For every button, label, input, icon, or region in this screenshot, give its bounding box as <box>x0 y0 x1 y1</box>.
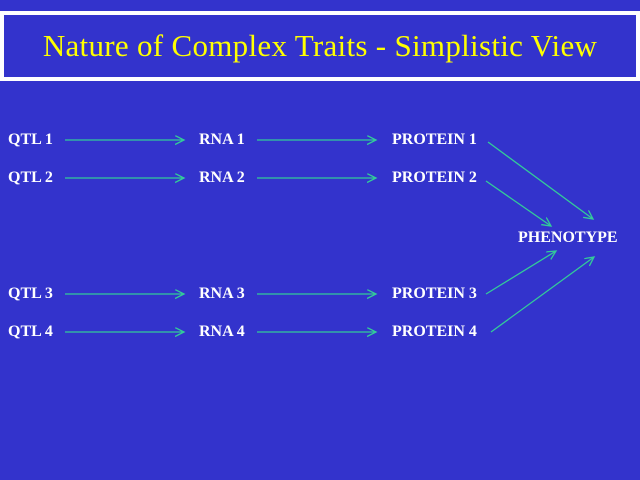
node-qtl-4: QTL 4 <box>8 323 53 340</box>
node-protein-2: PROTEIN 2 <box>392 169 477 186</box>
arrow-protein-2-to-phenotype <box>485 180 551 226</box>
arrow-protein-3-to-phenotype <box>485 251 556 295</box>
node-rna-3: RNA 3 <box>199 285 245 302</box>
arrow-protein-1-to-phenotype <box>487 141 593 219</box>
node-qtl-3: QTL 3 <box>8 285 53 302</box>
node-protein-1: PROTEIN 1 <box>392 131 477 148</box>
node-protein-3: PROTEIN 3 <box>392 285 477 302</box>
node-rna-1: RNA 1 <box>199 131 245 148</box>
title-bar: Nature of Complex Traits - Simplistic Vi… <box>0 11 640 81</box>
node-qtl-1: QTL 1 <box>8 131 53 148</box>
node-phenotype: PHENOTYPE <box>518 229 618 246</box>
arrow-protein-4-to-phenotype <box>490 257 594 333</box>
slide-title: Nature of Complex Traits - Simplistic Vi… <box>42 28 598 63</box>
node-rna-2: RNA 2 <box>199 169 245 186</box>
node-qtl-2: QTL 2 <box>8 169 53 186</box>
node-rna-4: RNA 4 <box>199 323 245 340</box>
node-protein-4: PROTEIN 4 <box>392 323 477 340</box>
